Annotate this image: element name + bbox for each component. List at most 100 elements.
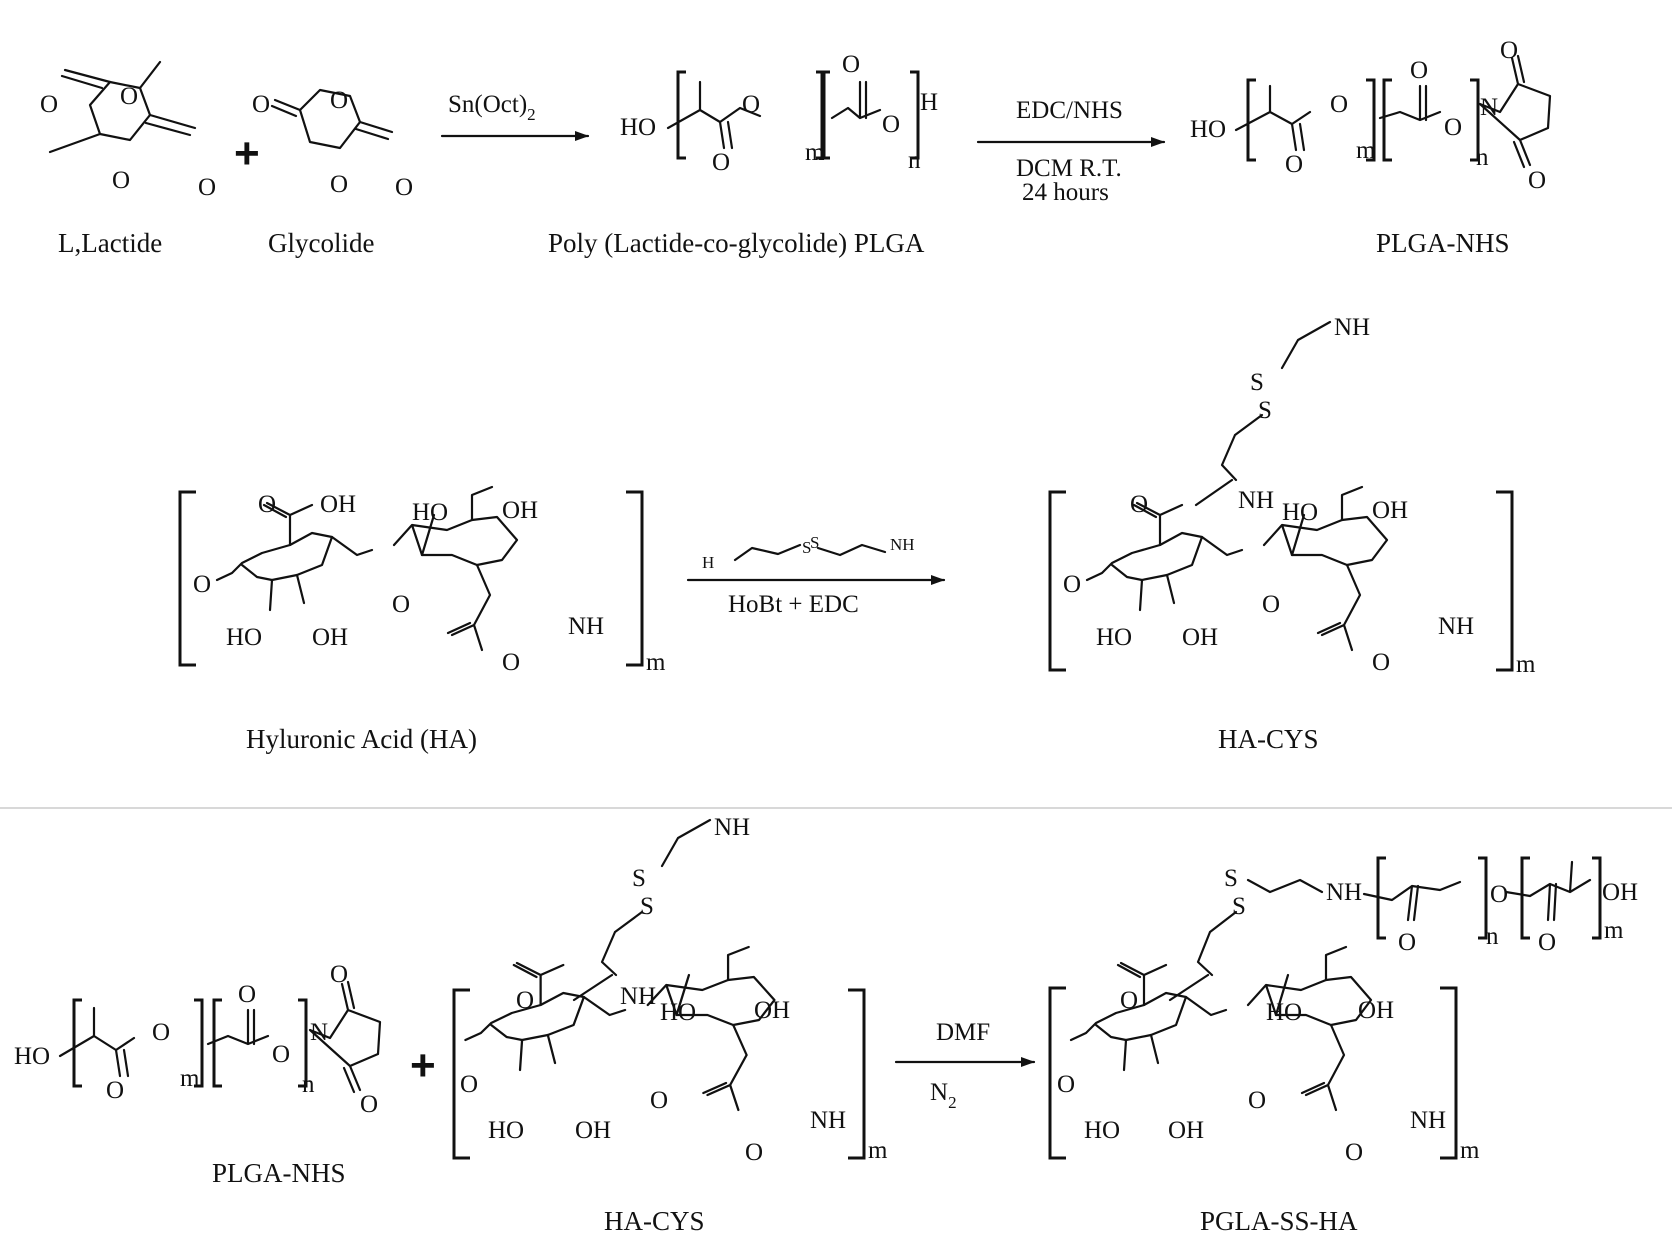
atom-o: O	[40, 91, 58, 118]
pgla-ss-ha-label: PGLA-SS-HA	[1200, 1206, 1358, 1236]
atom-o: O	[330, 171, 348, 198]
svg-text:H: H	[702, 553, 714, 572]
svg-text:O: O	[392, 591, 410, 618]
svg-text:O: O	[745, 1139, 763, 1166]
svg-text:OH: OH	[1168, 1117, 1204, 1144]
solvent-label: DMF	[936, 1019, 990, 1046]
ha-cys-label: HA-CYS	[604, 1206, 705, 1236]
atmosphere-label: N2	[930, 1079, 957, 1112]
svg-text:O: O	[1130, 491, 1148, 518]
plga-nhs-label: PLGA-NHS	[1376, 228, 1510, 258]
plus-sign: +	[410, 1041, 436, 1090]
plga-nhs-label: PLGA-NHS	[212, 1158, 346, 1188]
svg-text:OH: OH	[575, 1117, 611, 1144]
svg-text:O: O	[1057, 1071, 1075, 1098]
svg-text:O: O	[1120, 987, 1138, 1014]
pgla-ss-ha-structure: S S NH O O O OH n m O O HO OH O HO OH NH…	[1048, 856, 1638, 1166]
svg-text:NH: NH	[714, 814, 750, 841]
svg-text:O: O	[882, 111, 900, 138]
svg-text:HO: HO	[1282, 499, 1318, 526]
svg-text:O: O	[330, 961, 348, 988]
svg-text:HO: HO	[488, 1117, 524, 1144]
svg-text:HO: HO	[1190, 116, 1226, 143]
ha-structure: O O OH HO OH O HO OH NH O m	[178, 485, 666, 676]
svg-text:n: n	[908, 147, 921, 174]
atom-o: O	[330, 87, 348, 114]
reagent-label: HoBt + EDC	[728, 591, 859, 618]
plga-nhs-structure: HO O O O O N O O m n	[1190, 37, 1552, 194]
svg-text:OH: OH	[320, 491, 356, 518]
cystamine-structure: H S S NH	[702, 533, 915, 572]
svg-text:OH: OH	[312, 624, 348, 651]
atom-o: O	[198, 174, 216, 201]
atom-o: O	[395, 174, 413, 201]
svg-text:OH: OH	[1182, 624, 1218, 651]
ha-label: Hyluronic Acid (HA)	[246, 724, 477, 754]
svg-text:O: O	[193, 571, 211, 598]
svg-text:HO: HO	[226, 624, 262, 651]
svg-text:O: O	[460, 1071, 478, 1098]
svg-text:HO: HO	[412, 499, 448, 526]
svg-text:O: O	[712, 149, 730, 176]
svg-text:O: O	[152, 1019, 170, 1046]
svg-text:HO: HO	[620, 114, 656, 141]
condition-label: DCM R.T.	[1016, 155, 1122, 182]
svg-text:S: S	[1258, 397, 1272, 424]
svg-text:O: O	[1248, 1087, 1266, 1114]
svg-text:NH: NH	[1410, 1107, 1446, 1134]
catalyst-label: Sn(Oct)2	[448, 91, 536, 124]
svg-text:n: n	[1486, 923, 1499, 950]
ha-cys-label: HA-CYS	[1218, 724, 1319, 754]
svg-text:NH: NH	[1334, 314, 1370, 341]
svg-text:O: O	[360, 1091, 378, 1118]
svg-text:m: m	[1356, 137, 1376, 164]
svg-text:O: O	[258, 491, 276, 518]
svg-text:O: O	[842, 51, 860, 78]
svg-text:S: S	[632, 865, 646, 892]
svg-text:O: O	[106, 1077, 124, 1104]
svg-text:HO: HO	[1096, 624, 1132, 651]
svg-text:m: m	[1516, 651, 1536, 678]
svg-text:NH: NH	[810, 1107, 846, 1134]
atom-o: O	[252, 91, 270, 118]
glycolide-structure: O O O O	[252, 87, 413, 201]
svg-text:O: O	[1330, 91, 1348, 118]
svg-text:m: m	[180, 1065, 200, 1092]
svg-text:N: N	[1480, 94, 1498, 121]
plus-sign: +	[234, 129, 260, 178]
svg-text:O: O	[1444, 114, 1462, 141]
svg-text:OH: OH	[1602, 879, 1638, 906]
svg-text:O: O	[516, 987, 534, 1014]
svg-text:NH: NH	[1326, 879, 1362, 906]
svg-text:S: S	[1224, 865, 1238, 892]
plga-label: Poly (Lactide-co-glycolide) PLGA	[548, 228, 925, 258]
svg-text:n: n	[1476, 144, 1489, 171]
svg-text:S: S	[802, 538, 811, 557]
svg-text:S: S	[810, 533, 819, 552]
ha-cys-structure: S S NH NH O O HO OH O HO OH NH O m	[452, 814, 888, 1166]
svg-text:O: O	[1538, 929, 1556, 956]
ha-cys-structure: S S NH NH O O HO OH O HO OH NH O m	[1048, 314, 1536, 678]
svg-text:S: S	[1232, 893, 1246, 920]
svg-text:m: m	[1460, 1137, 1480, 1164]
svg-text:HO: HO	[14, 1043, 50, 1070]
svg-text:HO: HO	[1084, 1117, 1120, 1144]
svg-text:NH: NH	[1238, 487, 1274, 514]
svg-text:O: O	[1500, 37, 1518, 64]
svg-text:O: O	[650, 1087, 668, 1114]
svg-text:m: m	[646, 649, 666, 676]
svg-text:O: O	[1490, 881, 1508, 908]
svg-text:OH: OH	[754, 997, 790, 1024]
svg-text:m: m	[1604, 917, 1624, 944]
svg-text:NH: NH	[1438, 613, 1474, 640]
glycolide-label: Glycolide	[268, 228, 374, 258]
svg-text:m: m	[868, 1137, 888, 1164]
svg-text:HO: HO	[660, 999, 696, 1026]
svg-text:O: O	[1410, 57, 1428, 84]
svg-text:O: O	[1262, 591, 1280, 618]
reagent-label: EDC/NHS	[1016, 97, 1123, 124]
atom-o: O	[112, 167, 130, 194]
lactide-label: L,Lactide	[58, 228, 162, 258]
svg-text:NH: NH	[568, 613, 604, 640]
